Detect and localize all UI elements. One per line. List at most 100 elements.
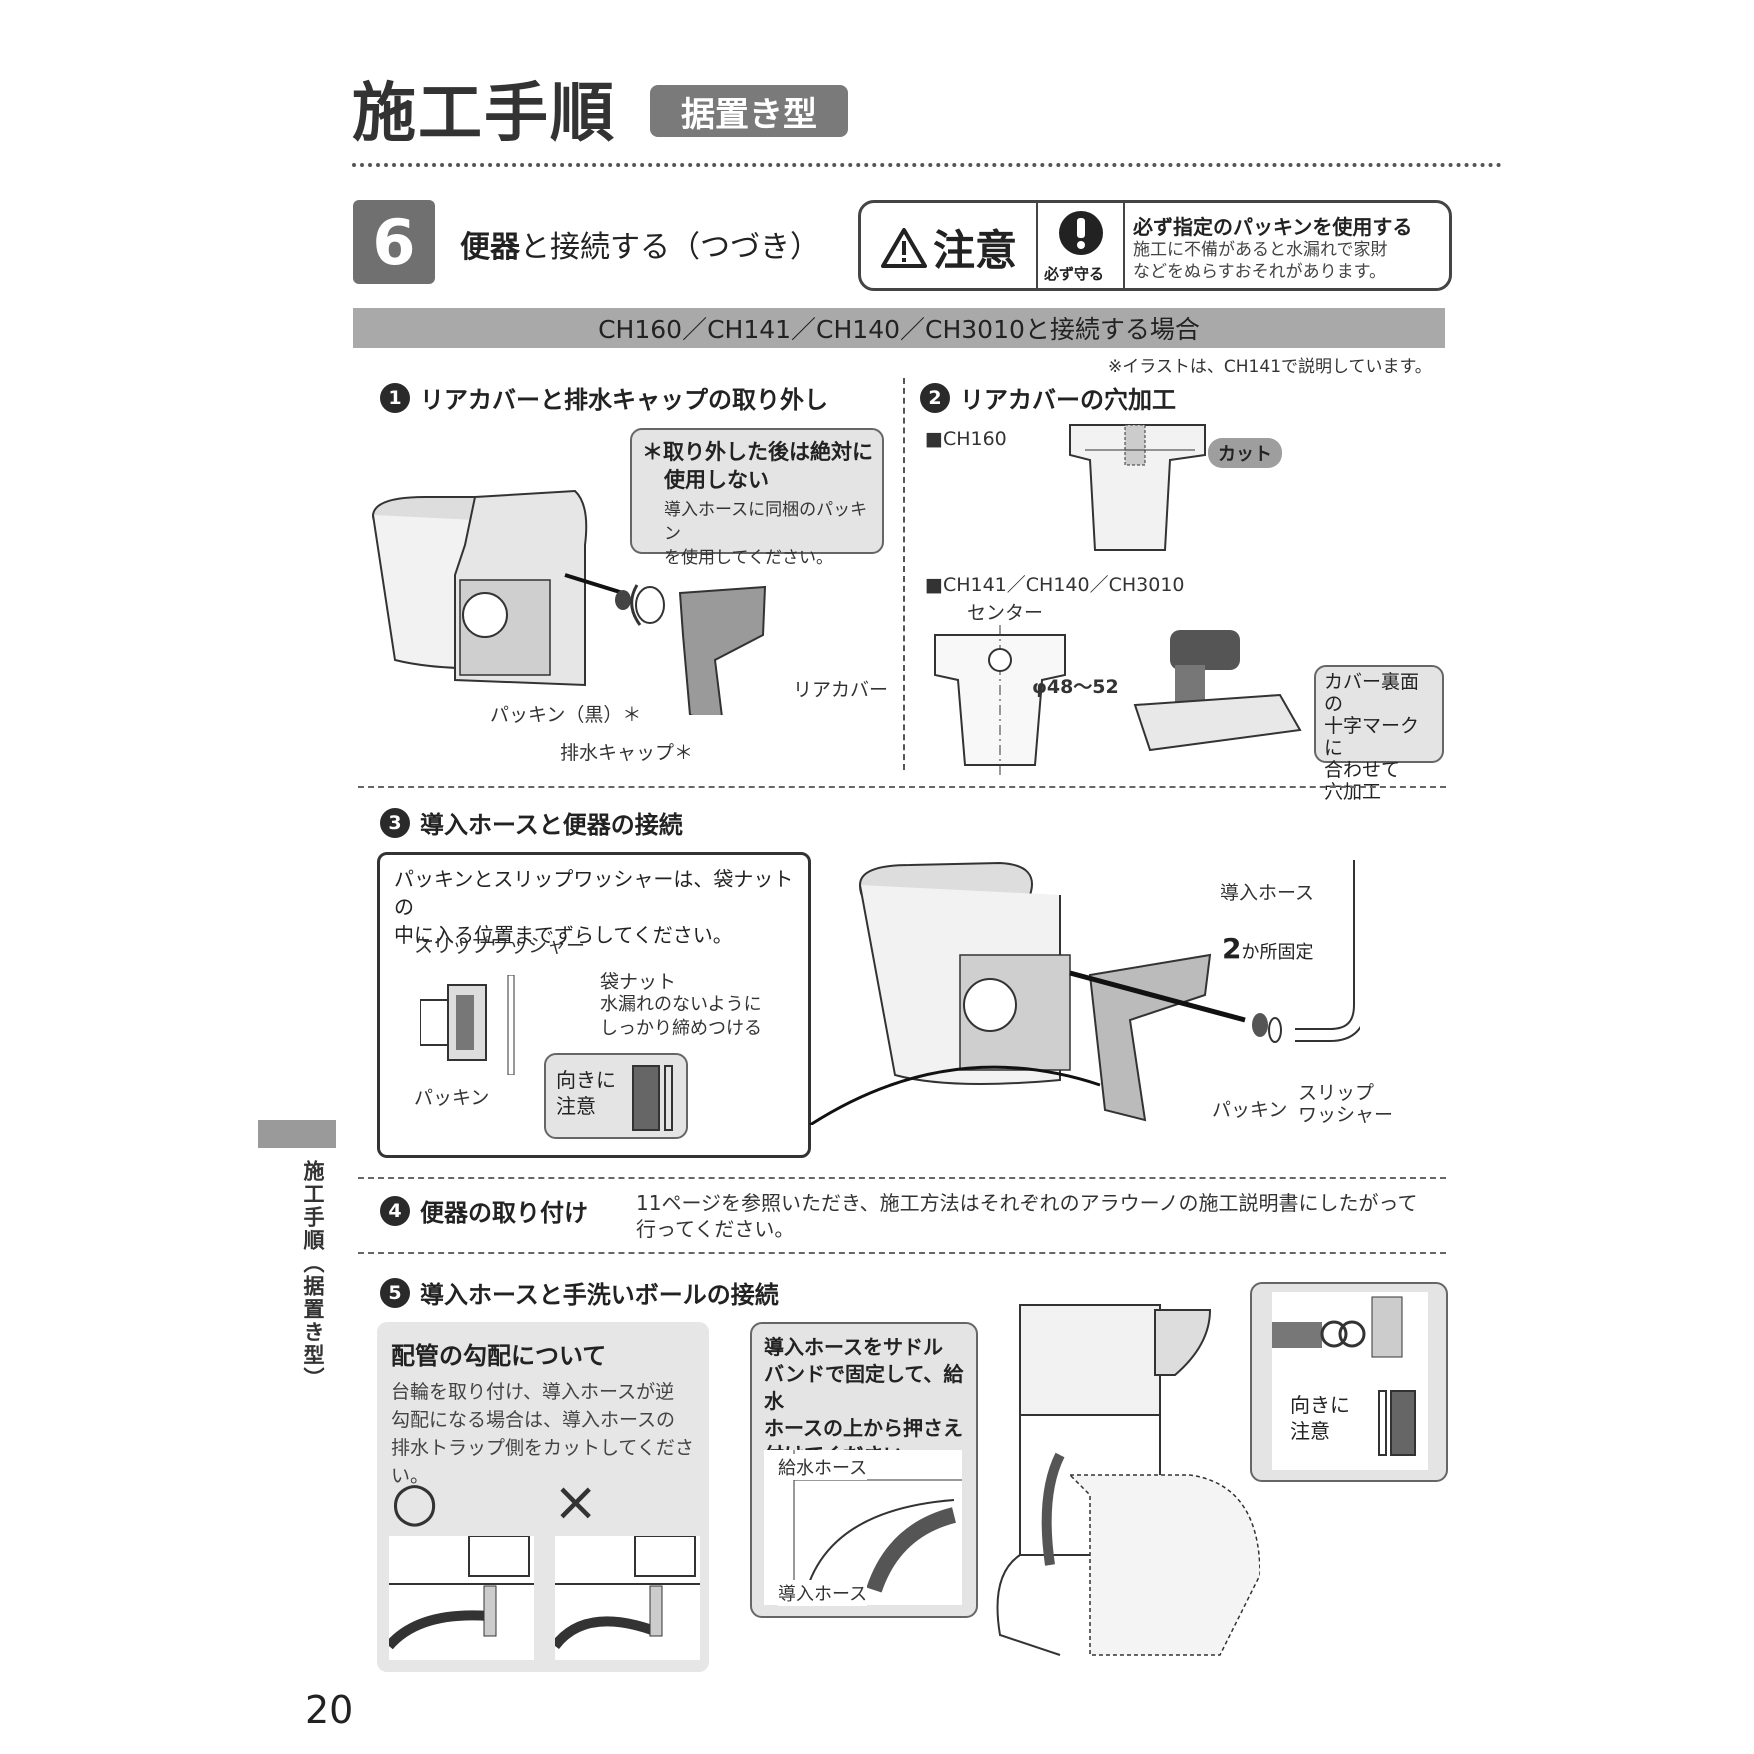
sub3-heading: 3 導入ホースと便器の接続	[380, 805, 683, 840]
sub1-callout-line-1: ＊取り外した後は絶対に	[642, 440, 873, 464]
fix-count: 2か所固定	[1222, 932, 1313, 965]
label-rear-cover: リアカバー	[793, 679, 889, 701]
sidebar-tab	[258, 1120, 336, 1148]
saddle-line-1: 導入ホースをサドル	[764, 1335, 943, 1359]
step-title: 便器と接続する（つづき）	[460, 222, 820, 266]
ok-slope-diagram	[389, 1536, 534, 1660]
slip-1: スリップ	[1298, 1082, 1375, 1104]
must-keep-label: 必ず守る	[1044, 265, 1105, 283]
sub3-orient-2: 注意	[556, 1094, 596, 1118]
sub1-callout-small-2: を使用してください。	[664, 548, 833, 568]
slip-washer-label: スリップワッシャー	[414, 935, 586, 957]
sidebar-label: 施工手順（据置き型）	[301, 1160, 325, 1390]
sub2-title: リアカバーの穴加工	[960, 386, 1176, 414]
divider-2	[358, 1177, 1446, 1179]
fix-text: か所固定	[1241, 942, 1314, 963]
nut-note-1: 水漏れのないように	[600, 994, 762, 1015]
sub3-number: 3	[380, 807, 410, 838]
saddle-callout-text: 導入ホースをサドル バンドで固定して、給水 ホースの上から押さえ 付けてください…	[764, 1334, 976, 1469]
toilet-rear-illustration	[371, 489, 767, 715]
type-badge: 据置き型	[650, 85, 848, 137]
illustration-note: ※イラストは、CH141で説明しています。	[1108, 357, 1432, 377]
detail-orient-text: 向きに 注意	[1290, 1392, 1350, 1444]
packing-shape	[632, 1065, 660, 1131]
sub1-callout-line-2: 使用しない	[664, 468, 769, 492]
intro-hose-label-2: 導入ホース	[778, 1580, 868, 1606]
packing-label: パッキン	[414, 1087, 490, 1109]
slope-panel: 配管の勾配について 台輪を取り付け、導入ホースが逆 勾配になる場合は、導入ホース…	[377, 1322, 709, 1672]
caution-box: 注意 必ず守る 必ず指定のパッキンを使用する 施工に不備があると水漏れで家財など…	[858, 200, 1452, 291]
sub3-title: 導入ホースと便器の接続	[420, 811, 683, 839]
detail-washer-shape	[1378, 1390, 1387, 1456]
slip-washer-label-2: スリップワッシャー	[1298, 1082, 1393, 1126]
caution-heading: 必ず指定のパッキンを使用する	[1133, 215, 1413, 239]
sub2-callout-line-4: 穴加工	[1324, 781, 1382, 803]
ch160-cover-diagram	[1069, 424, 1206, 551]
packing-label-2: パッキン	[1212, 1099, 1288, 1121]
sub3-detail-box: パッキンとスリップワッシャーは、袋ナットの 中に入る位置までずらしてください。 …	[377, 852, 811, 1158]
orientation-detail-callout: 向きに 注意	[1250, 1282, 1448, 1482]
label-packing-black: パッキン（黒）＊	[490, 704, 642, 726]
step-title-bold: 便器	[460, 230, 520, 265]
step-title-rest: と接続する（つづき）	[520, 230, 820, 265]
slip-2: ワッシャー	[1298, 1104, 1394, 1126]
sub1-title: リアカバーと排水キャップの取り外し	[420, 386, 828, 414]
nut-label: 袋ナット	[600, 971, 677, 993]
nut-cross-section	[420, 975, 515, 1075]
intro-hose-label: 導入ホース	[1220, 882, 1315, 904]
sub1-heading: 1 リアカバーと排水キャップの取り外し	[380, 380, 828, 415]
sub1-callout-small-1: 導入ホースに同梱のパッキン	[664, 500, 868, 544]
ng-mark: ×	[553, 1470, 599, 1533]
supply-hose-label: 給水ホース	[778, 1454, 868, 1480]
header-divider	[352, 163, 1502, 167]
detail-orient-2: 注意	[1290, 1419, 1330, 1443]
mandatory-icon	[1059, 211, 1103, 255]
sub2-callout-line-3: 合わせて	[1324, 759, 1401, 781]
sub1-number: 1	[380, 382, 410, 413]
caution-text: 注意	[933, 226, 1018, 275]
slope-title: 配管の勾配について	[391, 1342, 607, 1370]
diameter-label: φ48～52	[1032, 676, 1119, 698]
detail-orient-1: 向きに	[1290, 1393, 1350, 1417]
sub5-title: 導入ホースと手洗いボールの接続	[420, 1281, 779, 1309]
sub3-orient-1: 向きに	[556, 1068, 616, 1092]
caution-line-2: などをぬらすおそれがあります。	[1133, 262, 1386, 282]
label-drain-cap: 排水キャップ＊	[560, 742, 694, 764]
slope-text: 台輪を取り付け、導入ホースが逆 勾配になる場合は、導入ホースの 排水トラップ側を…	[391, 1378, 709, 1490]
ok-mark: ○	[391, 1470, 439, 1533]
column-divider	[903, 378, 905, 770]
divider-3	[358, 1252, 1446, 1254]
sub2-callout: カバー裏面の 十字マークに 合わせて 穴加工	[1314, 665, 1444, 803]
sub3-box-line-1: パッキンとスリップワッシャーは、袋ナットの	[394, 867, 794, 919]
slope-line-1: 台輪を取り付け、導入ホースが逆	[391, 1381, 675, 1403]
saddle-line-3: ホースの上から押さえ	[764, 1416, 963, 1440]
page-title: 施工手順	[352, 77, 616, 151]
model-band: CH160／CH141／CH140／CH3010と接続する場合	[353, 308, 1445, 348]
slope-line-3: 排水トラップ側をカットしてください。	[391, 1437, 694, 1487]
saddle-line-2: バンドで固定して、給水	[764, 1362, 964, 1413]
sub1-callout: ＊取り外した後は絶対に 使用しない 導入ホースに同梱のパッキン を使用してくださ…	[630, 428, 884, 568]
step-number: 6	[353, 200, 435, 284]
caution-separator-1	[1036, 203, 1038, 288]
saddle-band-callout: 導入ホースをサドル バンドで固定して、給水 ホースの上から押さえ 付けてください…	[750, 1322, 978, 1618]
page-number: 20	[305, 1688, 354, 1732]
ng-slope-diagram	[555, 1536, 700, 1660]
sub4-line-1: 11ページを参照いただき、施工方法はそれぞれのアラウーノの施工説明書にしたがって	[636, 1191, 1418, 1215]
drill-illustration	[1133, 630, 1302, 752]
model-ch160-label: ■CH160	[925, 428, 1007, 450]
slope-line-2: 勾配になる場合は、導入ホースの	[391, 1409, 676, 1431]
washer-shape	[664, 1065, 673, 1131]
fix-number: 2	[1222, 932, 1242, 965]
caution-label: 注意	[881, 217, 1017, 278]
caution-line-1: 施工に不備があると水漏れで家財	[1133, 240, 1388, 260]
sub4-text: 11ページを参照いただき、施工方法はそれぞれのアラウーノの施工説明書にしたがって…	[636, 1190, 1417, 1242]
sub4-number: 4	[380, 1195, 410, 1226]
warning-triangle-icon	[881, 227, 927, 268]
cut-label: カット	[1208, 438, 1282, 468]
sub3-box-line-2: 中に入る位置までずらしてください。	[394, 923, 733, 947]
sub4-line-2: 行ってください。	[636, 1217, 795, 1241]
washbasin-cabinet-illustration	[996, 1304, 1260, 1656]
